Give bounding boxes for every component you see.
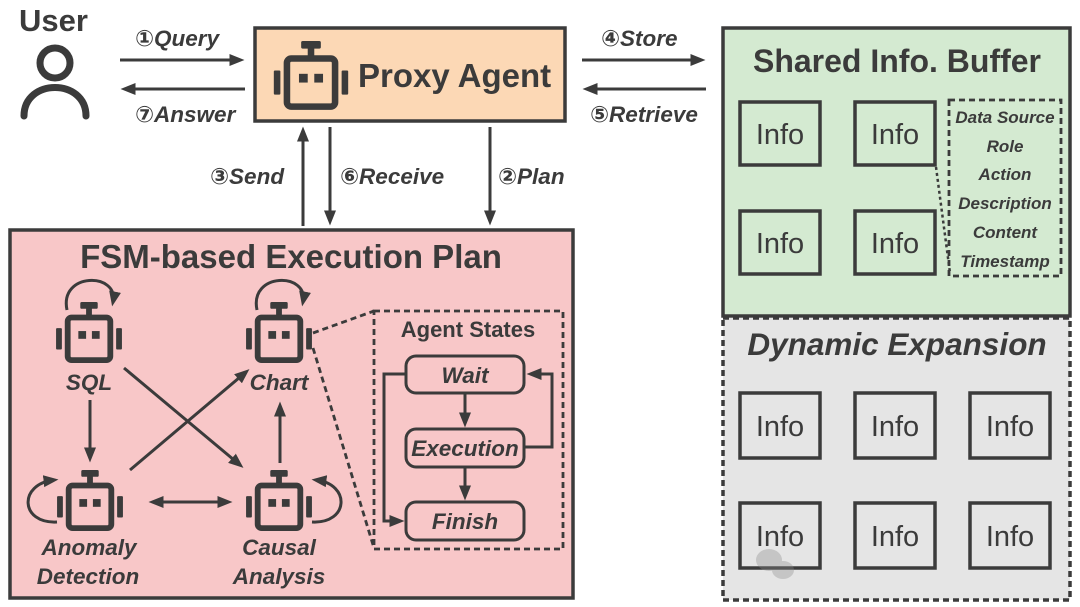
- retrieve-label: ⑤Retrieve: [590, 102, 698, 127]
- state-wait: Wait: [404, 354, 526, 395]
- info-box: Info: [853, 100, 937, 167]
- store-label: ④Store: [601, 26, 678, 51]
- state-finish-label: Finish: [432, 509, 498, 534]
- info-fields-list: Data Source Role Action Description Cont…: [947, 98, 1063, 278]
- info-field: Action: [978, 165, 1032, 184]
- answer-label: ⑦Answer: [135, 102, 237, 127]
- state-execution: Execution: [404, 427, 526, 469]
- zoom-connector-bottom: [311, 347, 376, 549]
- info-label: Info: [756, 228, 804, 260]
- info-label: Info: [871, 521, 919, 553]
- chart-agent: Chart: [246, 302, 312, 395]
- sql-self-loop: [64, 279, 121, 311]
- user-icon: [20, 44, 90, 120]
- dynamic-expansion-title: Dynamic Expansion: [747, 326, 1046, 362]
- state-execution-label: Execution: [411, 436, 519, 461]
- state-wait-label: Wait: [441, 363, 490, 388]
- anomaly-agent: Anomaly Detection: [37, 470, 140, 589]
- query-label: ①Query: [135, 26, 221, 51]
- sql-agent-label: SQL: [66, 370, 112, 395]
- state-finish: Finish: [404, 500, 526, 542]
- info-box: Info: [853, 501, 937, 570]
- shared-buffer-panel: Shared Info. Buffer Info Info Info Info …: [721, 26, 1072, 318]
- agent-states-panel: Agent States Wait Execution Finish: [372, 309, 565, 551]
- info-label: Info: [756, 521, 804, 553]
- zoom-connector-top: [312, 309, 375, 335]
- info-label: Info: [871, 411, 919, 443]
- info-label: Info: [986, 521, 1034, 553]
- proxy-agent-label: Proxy Agent: [358, 57, 551, 94]
- causal-agent-label-line2: Analysis: [232, 564, 326, 589]
- causal-self-loop: [311, 475, 343, 524]
- execution-to-wait-loop-arrow: [525, 368, 554, 449]
- anomaly-to-chart-arrow: [129, 369, 250, 472]
- info-label: Info: [871, 228, 919, 260]
- plan-label: ②Plan: [498, 164, 565, 189]
- info-field: Timestamp: [960, 252, 1049, 271]
- chart-self-loop: [254, 279, 311, 311]
- agent-states-title: Agent States: [401, 317, 535, 342]
- info-field: Data Source: [955, 108, 1054, 127]
- info-label: Info: [756, 119, 804, 151]
- info-box: Info: [738, 209, 822, 276]
- chart-agent-label: Chart: [250, 370, 310, 395]
- info-box: Info: [853, 209, 937, 276]
- dynamic-expansion-panel: Dynamic Expansion Info Info Info Info In…: [721, 316, 1072, 602]
- info-box: Info: [968, 391, 1052, 460]
- info-box: Info: [968, 501, 1052, 570]
- anomaly-agent-label-line1: Anomaly: [40, 535, 138, 560]
- info-box: Info: [853, 391, 937, 460]
- info-box: Info: [738, 501, 822, 570]
- anomaly-self-loop: [26, 475, 59, 524]
- info-field: Description: [958, 194, 1052, 213]
- fsm-plan-panel: FSM-based Execution Plan SQL Chart Anoma…: [8, 228, 575, 600]
- info-label: Info: [871, 119, 919, 151]
- info-label: Info: [756, 411, 804, 443]
- info-label: Info: [986, 411, 1034, 443]
- sql-to-causal-arrow: [123, 366, 244, 468]
- user-label: User: [19, 3, 88, 38]
- shared-buffer-title: Shared Info. Buffer: [753, 43, 1041, 79]
- info-box: Info: [738, 100, 822, 167]
- user-actor: User: [19, 3, 90, 120]
- fsm-plan-title: FSM-based Execution Plan: [80, 238, 502, 275]
- info-field: Role: [987, 137, 1024, 156]
- info-box: Info: [738, 391, 822, 460]
- wechat-icon: [756, 549, 794, 579]
- sql-agent: SQL: [56, 302, 122, 395]
- causal-agent-label-line1: Causal: [242, 535, 317, 560]
- causal-agent: Causal Analysis: [232, 470, 326, 589]
- wait-to-finish-loop-arrow: [382, 372, 405, 527]
- send-label: ③Send: [210, 164, 285, 189]
- receive-label: ⑥Receive: [340, 164, 444, 189]
- info-field: Content: [973, 223, 1039, 242]
- proxy-agent-box: Proxy Agent: [253, 26, 567, 123]
- anomaly-agent-label-line2: Detection: [37, 564, 140, 589]
